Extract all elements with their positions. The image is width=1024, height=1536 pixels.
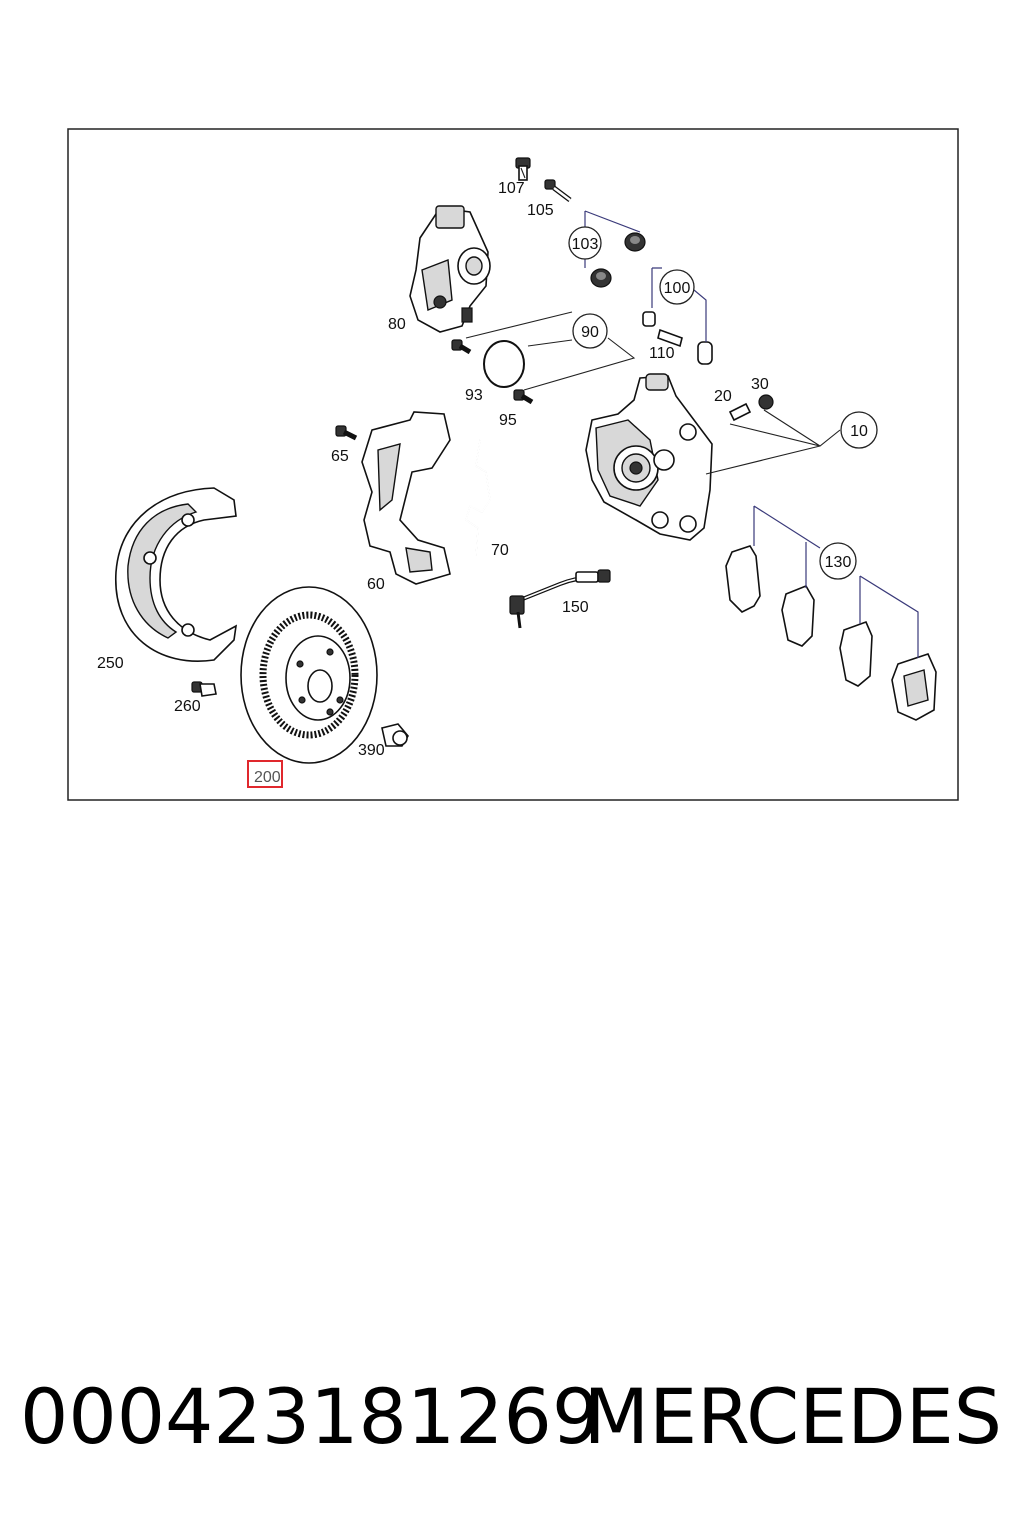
splash-shield-part	[115, 487, 238, 662]
callout-100[interactable]: 100	[659, 269, 695, 305]
ring-93-part	[483, 340, 525, 388]
callout-250[interactable]: 250	[97, 655, 124, 672]
bolt-93-95-parts	[451, 339, 534, 405]
bolt-107-part	[515, 157, 531, 181]
callout-30[interactable]: 30	[751, 376, 769, 393]
spring-clip-part	[465, 439, 491, 557]
callout-70[interactable]: 70	[491, 542, 509, 559]
brake-pads-part	[725, 545, 937, 721]
callout-10[interactable]: 10	[840, 411, 878, 449]
brand-name: MERCEDES	[583, 1372, 1002, 1461]
bolt-260-part	[191, 681, 217, 697]
caliper-bracket-part	[361, 411, 451, 585]
svg-text:103: 103	[572, 236, 599, 253]
callout-93[interactable]: 93	[465, 387, 483, 404]
callout-95[interactable]: 95	[499, 412, 517, 429]
svg-text:10: 10	[850, 423, 868, 440]
callout-110[interactable]: 110	[649, 345, 675, 362]
callout-150[interactable]: 150	[562, 599, 589, 616]
svg-text:130: 130	[825, 554, 852, 571]
guide-pin-parts	[642, 311, 713, 365]
callout-20[interactable]: 20	[714, 388, 732, 405]
diagram-frame	[67, 128, 959, 801]
part-number: 000423181269	[20, 1372, 601, 1461]
callout-60[interactable]: 60	[367, 576, 385, 593]
brake-caliper-part	[585, 373, 713, 541]
svg-text:100: 100	[664, 280, 691, 297]
callout-390[interactable]: 390	[358, 742, 385, 759]
callout-260[interactable]: 260	[174, 698, 201, 715]
callout-105[interactable]: 105	[527, 202, 554, 219]
callout-200-highlighted[interactable]: 200	[247, 760, 283, 788]
svg-text:200: 200	[254, 769, 281, 786]
bolt-105-part	[544, 179, 572, 202]
callout-130[interactable]: 130	[819, 542, 857, 580]
screw-390-part	[381, 723, 409, 747]
callout-90[interactable]: 90	[572, 313, 608, 349]
wear-sensor-part	[509, 569, 611, 629]
cap-103-parts	[590, 232, 646, 288]
brake-disc-part	[240, 586, 378, 764]
callout-65[interactable]: 65	[331, 448, 349, 465]
highlight-box	[247, 760, 283, 788]
actuator-motor-part	[409, 205, 491, 333]
callout-103[interactable]: 103	[568, 226, 602, 260]
bolt-65-part	[335, 425, 358, 441]
svg-text:90: 90	[581, 324, 599, 341]
bleeder-20-30-parts	[728, 394, 774, 422]
callout-107[interactable]: 107	[498, 180, 525, 197]
callout-80[interactable]: 80	[388, 316, 406, 333]
